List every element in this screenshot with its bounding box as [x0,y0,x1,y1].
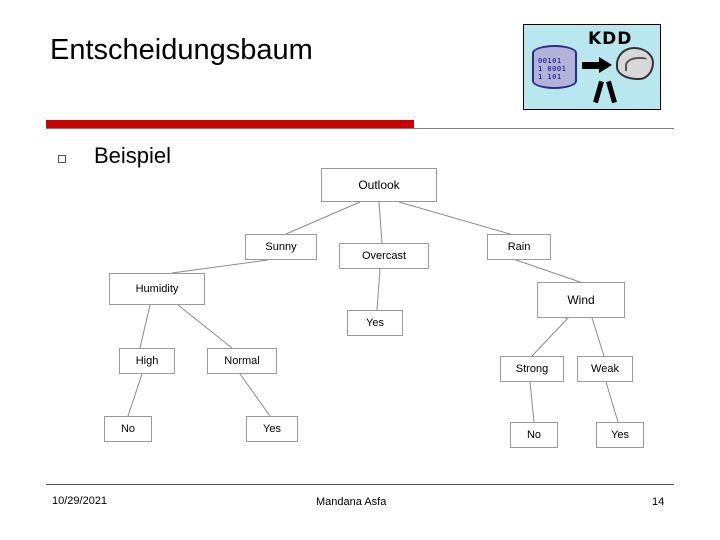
footer-date: 10/29/2021 [52,495,108,507]
tree-edge-outlook-sunny [285,201,361,235]
tree-node-high: High [119,348,175,374]
tree-edge-wind-weak [591,317,605,357]
tree-edge-overcast-yes-mid [376,268,381,311]
header-accent-bar [46,120,414,128]
tree-node-wind: Wind [537,282,625,318]
page-title: Entscheidungsbaum [50,34,313,66]
tree-node-no-right: No [510,422,558,448]
tree-node-outlook: Outlook [321,168,437,202]
tree-node-yes-left: Yes [246,416,298,442]
tree-edge-wind-strong [531,317,569,357]
tree-node-sunny: Sunny [245,234,317,260]
tree-edge-humidity-normal [177,304,233,349]
tree-node-yes-mid: Yes [347,310,403,336]
tree-edge-outlook-rain [398,201,511,235]
tree-edge-weak-yes-right [605,381,619,423]
tree-edge-humidity-high [139,304,151,349]
kdd-logo-text: KDD [588,29,633,49]
tree-edge-high-no-left [127,373,143,417]
arrow-right-icon [582,57,612,73]
tree-node-overcast: Overcast [339,243,429,269]
tree-node-yes-right: Yes [596,422,644,448]
tree-edge-rain-wind [515,259,581,283]
brain-icon [616,47,654,80]
tree-node-humidity: Humidity [109,273,205,305]
tree-edge-strong-no-right [529,381,535,423]
tree-node-rain: Rain [487,234,551,260]
tree-edge-normal-yes-left [239,373,271,417]
bullet-label: Beispiel [94,143,172,168]
tree-node-normal: Normal [207,348,277,374]
footer-divider [46,484,674,485]
tree-node-weak: Weak [577,356,633,382]
square-outline-bullet-icon [58,155,66,163]
tree-edge-outlook-overcast [378,201,383,244]
tree-edge-sunny-humidity [171,259,269,274]
footer-page-number: 14 [652,496,665,508]
header-divider [46,128,674,129]
tree-node-strong: Strong [500,356,564,382]
tree-node-no-left: No [104,416,152,442]
footer-author: Mandana Asfa [316,496,387,508]
